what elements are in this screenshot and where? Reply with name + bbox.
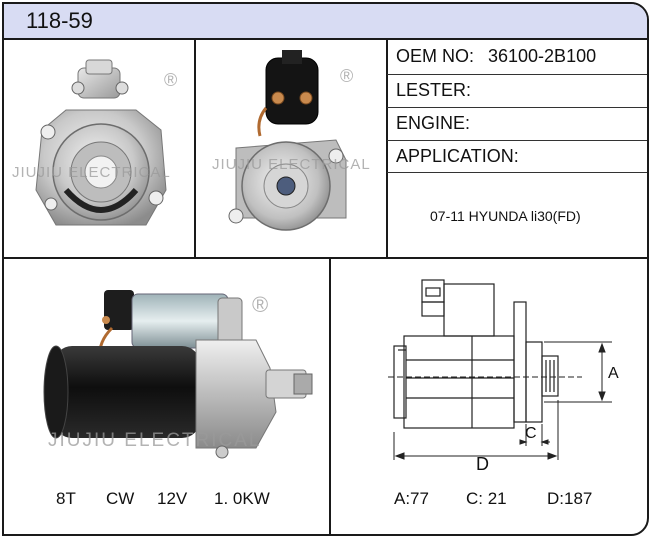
info-row-line-1 <box>387 74 647 75</box>
part-number: 118-59 <box>26 8 93 33</box>
dimension-a-value: A:77 <box>394 489 429 508</box>
engine-label: ENGINE: <box>396 113 471 133</box>
starter-rear-photo <box>228 50 347 231</box>
info-row-line-3 <box>387 140 647 141</box>
spec-power: 1. 0KW <box>214 489 270 508</box>
watermark-photo1: JIUJIU ELECTRICAL <box>12 164 171 181</box>
registered-mark-photo3: ® <box>252 292 270 317</box>
oem-label: OEM NO: <box>396 46 475 66</box>
registered-mark-photo2: ® <box>340 66 355 86</box>
info-row-line-4 <box>387 172 647 173</box>
starter-side-photo <box>43 290 313 459</box>
watermark-photo2: JIUJIU ELECTRICAL <box>212 156 371 173</box>
application-label: APPLICATION: <box>396 146 519 166</box>
divider-photo2-info <box>386 40 388 258</box>
divider-middle <box>4 257 647 259</box>
spec-teeth: 8T <box>56 489 76 508</box>
dimension-c-value: C: 21 <box>466 489 507 508</box>
starter-front-photo <box>35 59 167 226</box>
dimension-d-label: D <box>476 454 489 474</box>
dimension-d-value: D:187 <box>547 489 593 508</box>
oem-value: 36100-2B100 <box>488 46 597 66</box>
divider-photo1-photo2 <box>194 40 196 258</box>
dimension-drawing: A C D <box>388 279 619 474</box>
dimension-c-label: C <box>525 425 537 442</box>
header-bar: 118-59 <box>4 4 647 40</box>
spec-voltage: 12V <box>157 489 188 508</box>
registered-mark-photo1: ® <box>164 70 179 90</box>
info-row-line-2 <box>387 107 647 108</box>
spec-rotation: CW <box>106 489 135 508</box>
dimension-a-label: A <box>608 365 619 382</box>
lester-label: LESTER: <box>396 80 472 100</box>
application-value: 07-11 HYUNDA li30(FD) <box>430 208 581 224</box>
watermark-photo3: JIUJIU ELECTRICAL <box>48 430 262 451</box>
divider-bottom <box>329 258 331 534</box>
